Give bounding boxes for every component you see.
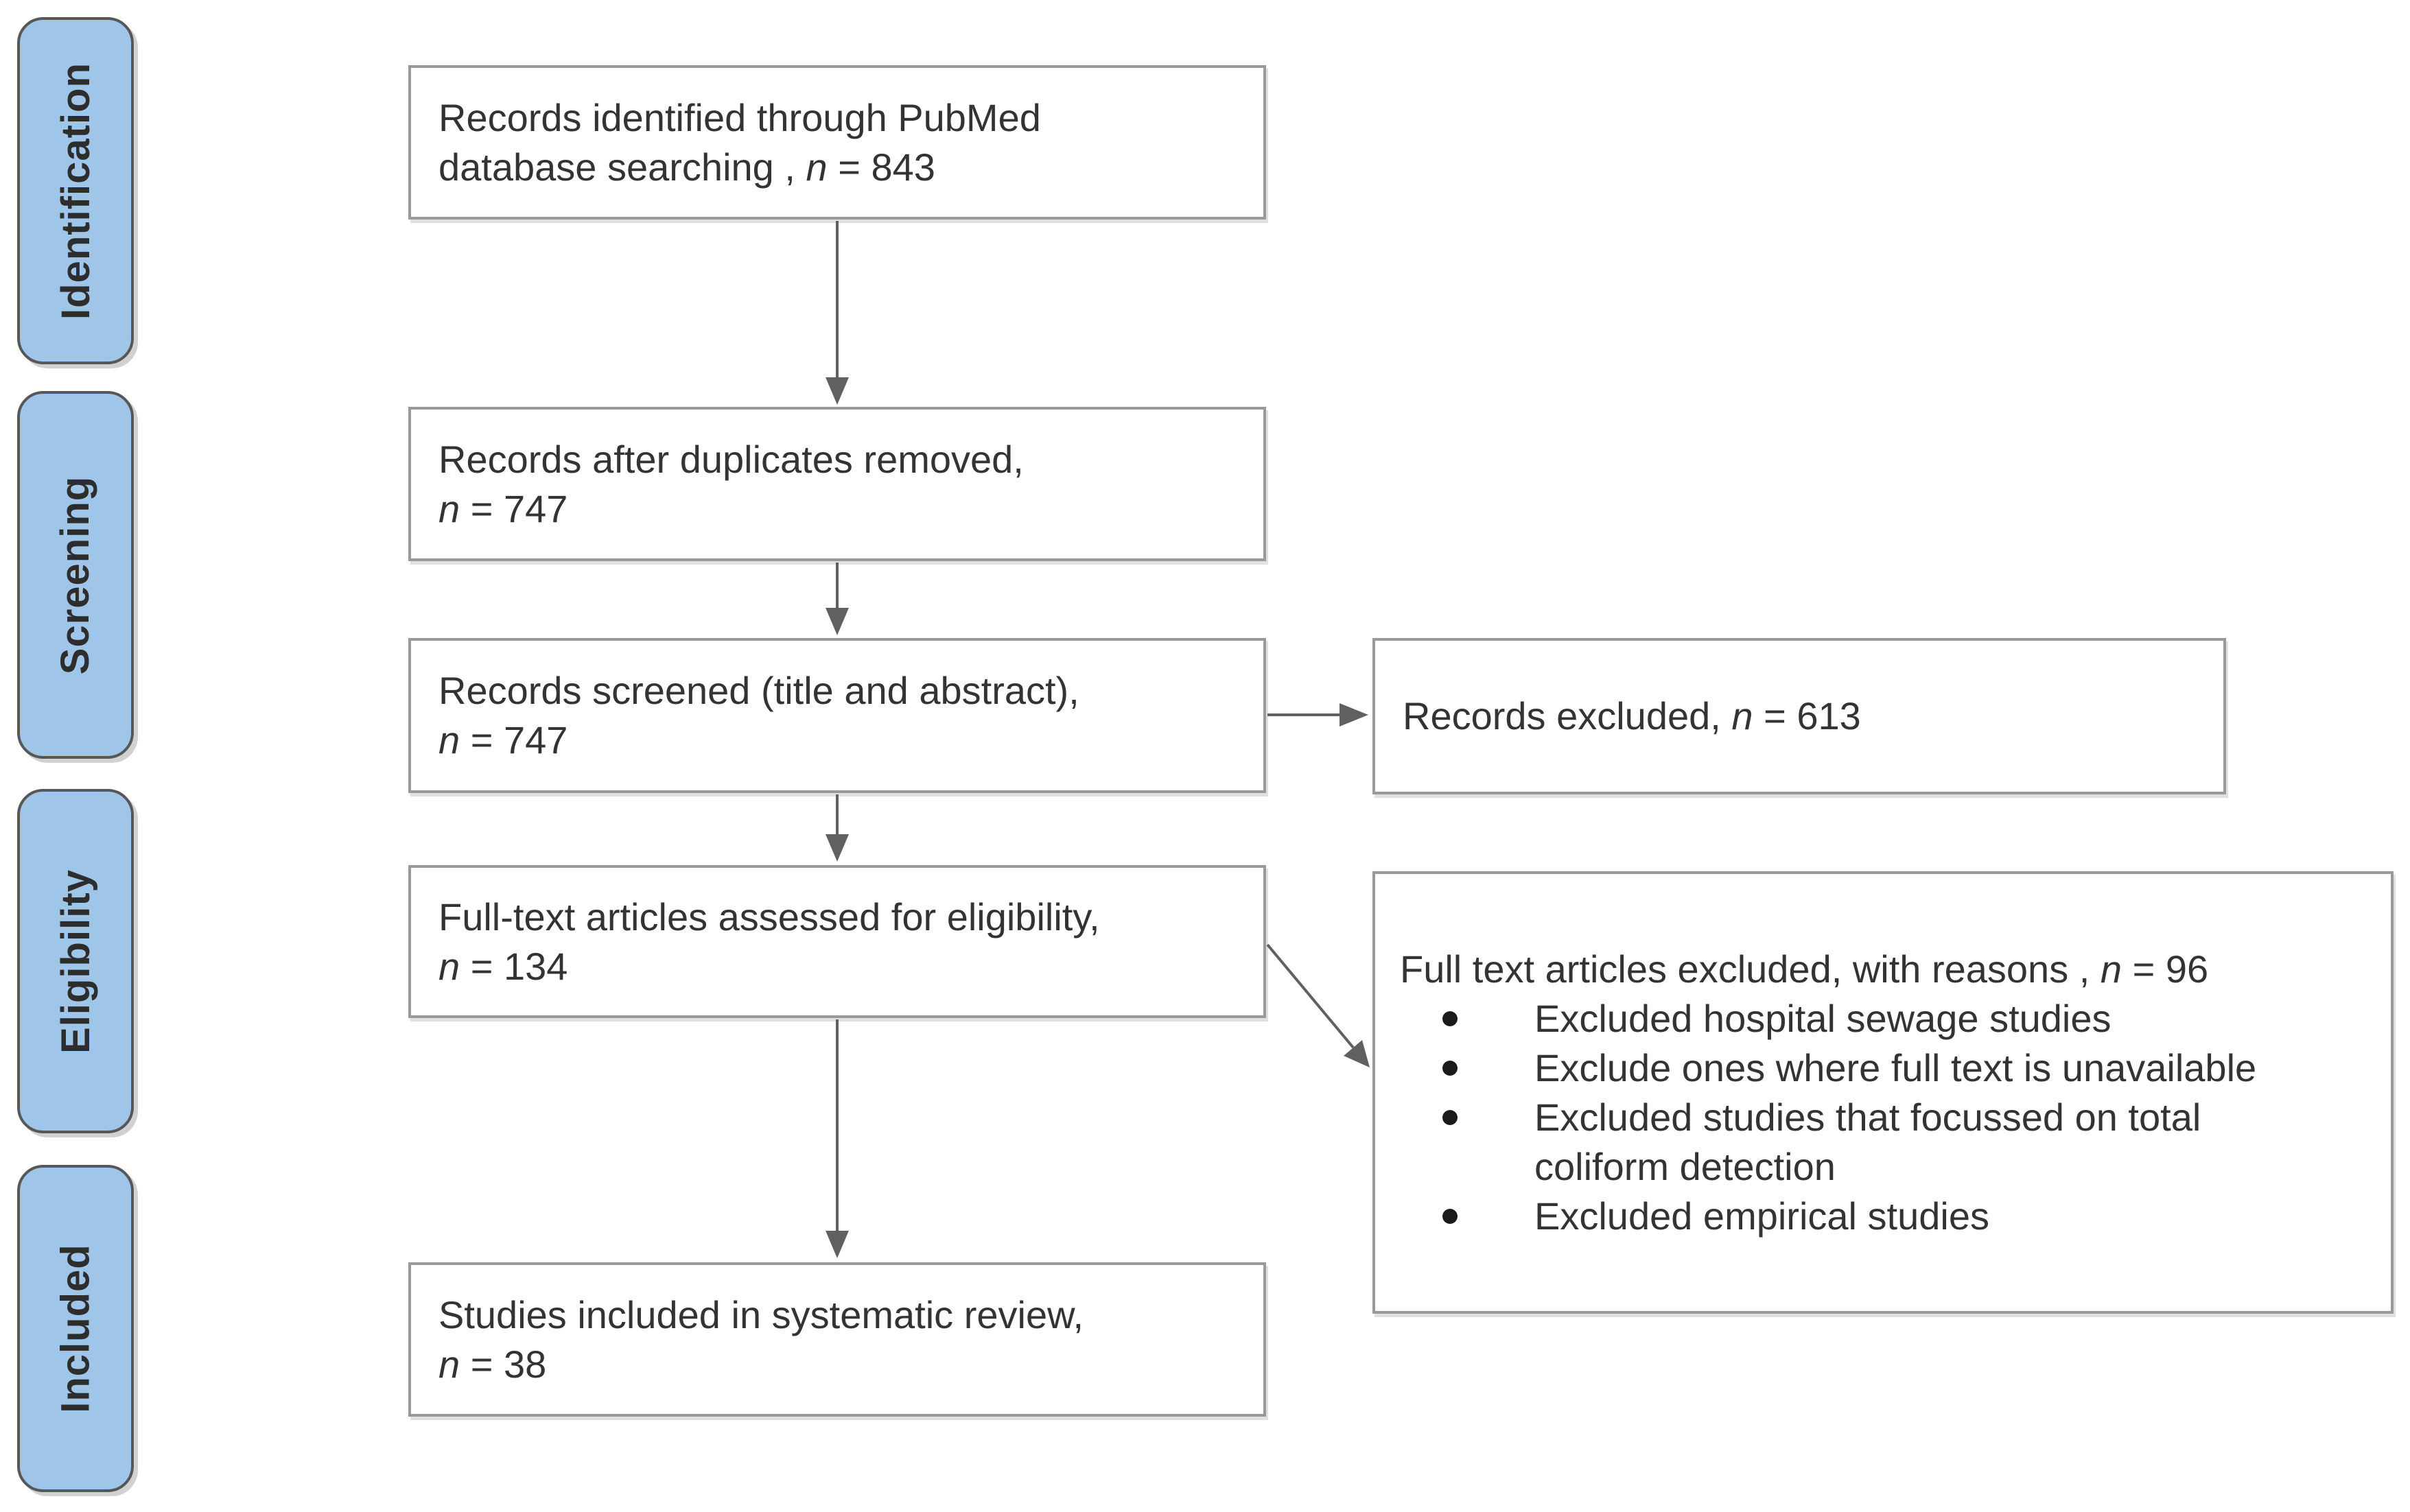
box-fulltext-assessed-count: = 134 [470, 944, 568, 988]
box-studies-included-line2: n = 38 [438, 1340, 1243, 1389]
bullet-icon [1442, 1208, 1458, 1224]
reason-item-text: Excluded empirical studies [1534, 1194, 1989, 1238]
arrow-duplicates-to-screened [826, 563, 849, 635]
arrow-identified-to-duplicates [826, 221, 849, 405]
arrow-screened-to-excluded [1267, 703, 1368, 727]
reason-item-text-line1: Excluded studies that focussed on total [1534, 1095, 2201, 1139]
stage-screening-label: Screening [53, 475, 98, 674]
bullet-icon [1442, 1011, 1458, 1026]
n-symbol: n [438, 944, 460, 988]
arrow-down-icon [826, 377, 849, 405]
box-studies-included: Studies included in systematic review, n… [408, 1262, 1266, 1417]
box-fulltext-assessed-line2: n = 134 [438, 942, 1243, 991]
n-symbol: n [806, 145, 828, 189]
stage-eligibility-label: Eligibility [53, 869, 98, 1054]
box-fulltext-assessed-line1: Full-text articles assessed for eligibil… [438, 895, 1100, 938]
stage-screening: Screening [17, 391, 134, 759]
box-records-identified: Records identified through PubMed databa… [408, 65, 1266, 220]
reason-item-hospital-sewage: Excluded hospital sewage studies [1400, 994, 2370, 1043]
arrow-down-icon [826, 834, 849, 862]
box-records-screened: Records screened (title and abstract), n… [408, 638, 1266, 793]
box-records-identified-line2: database searching , n = 843 [438, 143, 1243, 192]
box-duplicates-removed-line2: n = 747 [438, 484, 1243, 534]
stage-eligibility: Eligibility [17, 789, 134, 1133]
box-records-identified-line1: Records identified through PubMed [438, 95, 1041, 139]
box-studies-included-line1: Studies included in systematic review, [438, 1292, 1084, 1336]
reason-item-empirical: Excluded empirical studies [1400, 1192, 2370, 1241]
arrow-screened-to-fulltext [826, 794, 849, 862]
arrow-fulltext-to-reasons [1266, 943, 1370, 1067]
stage-identification: Identification [17, 17, 134, 364]
box-records-excluded-count: = 613 [1764, 694, 1861, 737]
n-symbol: n [438, 1342, 460, 1386]
box-duplicates-removed-line1: Records after duplicates removed, [438, 437, 1024, 481]
box-duplicates-removed: Records after duplicates removed, n = 74… [408, 407, 1266, 561]
reason-item-fulltext-unavailable: Exclude ones where full text is unavaila… [1400, 1043, 2370, 1093]
arrow-down-icon [826, 608, 849, 635]
n-symbol: n [438, 718, 460, 761]
arrow-diagonal-icon [1344, 1040, 1370, 1067]
n-symbol: n [438, 486, 460, 530]
arrow-right-icon [1339, 703, 1368, 727]
box-studies-included-count: = 38 [470, 1342, 547, 1386]
n-symbol: n [1731, 694, 1753, 737]
box-records-excluded: Records excluded, n = 613 [1372, 638, 2226, 794]
arrow-down-icon [826, 1231, 849, 1258]
stage-identification-label: Identification [53, 62, 98, 320]
bullet-icon [1442, 1060, 1458, 1076]
reasons-title-text: Full text articles excluded, with reason… [1400, 947, 2101, 991]
box-records-identified-line2-prefix: database searching , [438, 145, 806, 189]
arrow-fulltext-to-included [826, 1019, 849, 1258]
reasons-count: = 96 [2132, 947, 2209, 991]
box-fulltext-assessed: Full-text articles assessed for eligibil… [408, 865, 1266, 1018]
stage-included-label: Included [53, 1244, 98, 1413]
box-records-screened-line2: n = 747 [438, 716, 1243, 765]
reason-item-text: Excluded hospital sewage studies [1534, 996, 2111, 1040]
stage-included: Included [17, 1165, 134, 1492]
reasons-title: Full text articles excluded, with reason… [1400, 945, 2370, 994]
reason-item-text-line2: coliform detection [1534, 1144, 1836, 1188]
bullet-icon [1442, 1109, 1458, 1125]
reason-item-total-coliform: Excluded studies that focussed on total … [1400, 1093, 2370, 1192]
reason-item-text: Exclude ones where full text is unavaila… [1534, 1046, 2257, 1089]
box-records-screened-count: = 747 [470, 718, 568, 761]
box-duplicates-removed-count: = 747 [470, 486, 568, 530]
box-fulltext-excluded-reasons: Full text articles excluded, with reason… [1372, 871, 2394, 1314]
box-records-excluded-text: Records excluded, [1403, 694, 1732, 737]
n-symbol: n [2100, 947, 2122, 991]
box-records-excluded-line: Records excluded, n = 613 [1403, 692, 2203, 741]
box-records-identified-count: = 843 [838, 145, 935, 189]
box-records-screened-line1: Records screened (title and abstract), [438, 669, 1079, 712]
